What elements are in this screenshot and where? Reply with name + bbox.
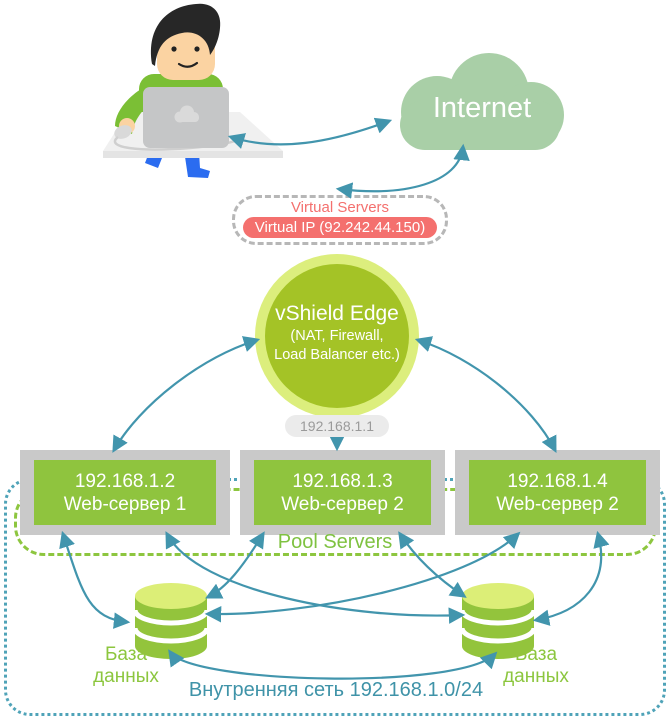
vshield-ip-badge: 192.168.1.1	[285, 415, 389, 437]
face	[151, 3, 221, 80]
web-server-2-ip: 192.168.1.3	[292, 470, 393, 492]
vshield-edge-label: vShield Edge (NAT, Firewall, Load Balanc…	[252, 301, 422, 365]
web-server-3-box: 192.168.1.4 Web-сервер 2	[455, 450, 660, 535]
web-server-2-name: Web-сервер 2	[281, 493, 404, 515]
shirt	[139, 74, 223, 122]
internal-network-label: Внутренняя сеть 192.168.1.0/24	[188, 679, 484, 701]
desk	[103, 112, 283, 158]
person-illustration	[103, 3, 283, 178]
laptop-cloud-logo	[174, 105, 199, 123]
arrow-user-internet	[227, 117, 393, 149]
mouse-icon	[113, 125, 239, 151]
web-server-1-ip: 192.168.1.2	[74, 470, 176, 492]
web-server-1-name: Web-сервер 1	[63, 493, 187, 515]
virtual-servers-box: Virtual Servers Virtual IP (92.242.44.15…	[232, 195, 448, 245]
web-server-3-ip: 192.168.1.4	[507, 470, 608, 492]
internet-label: Internet	[432, 92, 532, 124]
arm	[115, 86, 154, 134]
virtual-ip-badge: Virtual IP (92.242.44.150)	[242, 217, 438, 238]
arrow-vshield-server1	[112, 336, 261, 453]
pool-servers-label: Pool Servers	[277, 531, 393, 553]
virtual-servers-title: Virtual Servers	[290, 199, 390, 216]
web-server-1-box: 192.168.1.2 Web-сервер 1	[20, 450, 230, 535]
web-server-2-box: 192.168.1.3 Web-сервер 2	[240, 450, 445, 535]
laptop-icon	[143, 87, 229, 148]
arrow-internet-virtualip	[335, 143, 470, 199]
arrow-vshield-server3	[414, 336, 557, 453]
vshield-title: vShield Edge	[275, 302, 399, 325]
web-server-3-name: Web-сервер 2	[496, 493, 619, 515]
shoe-icon	[145, 150, 210, 178]
hair	[151, 3, 221, 67]
hand	[119, 118, 135, 134]
